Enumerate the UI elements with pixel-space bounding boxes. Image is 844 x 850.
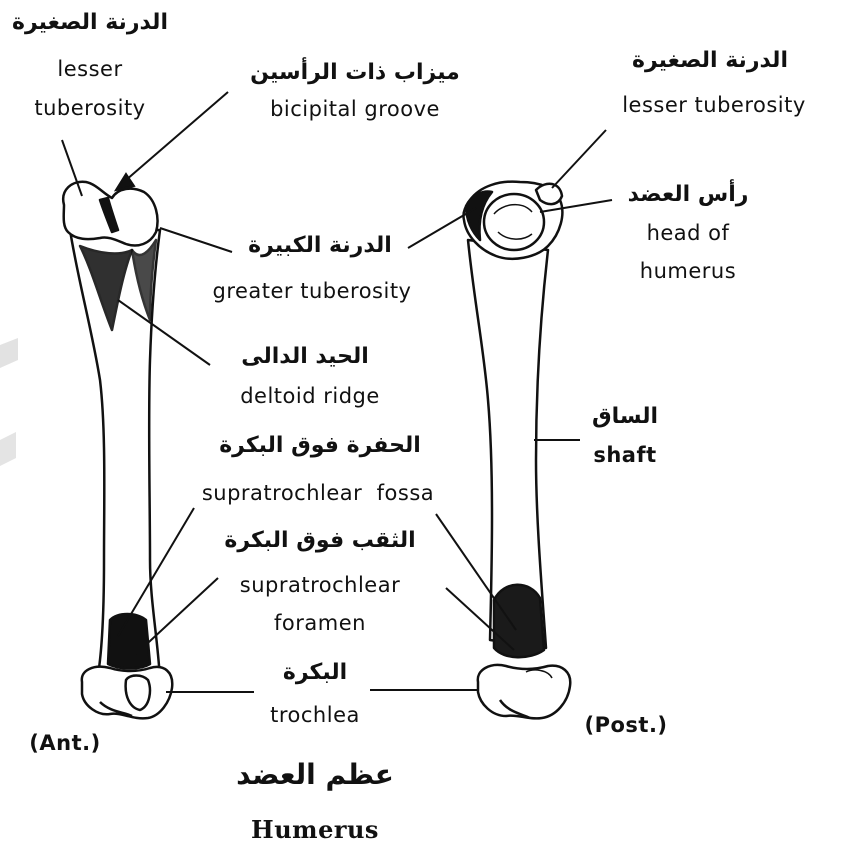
background-smudge (0, 432, 16, 466)
lesser-tuberosity-left-ar: الدرنة الصغيرة (10, 10, 170, 36)
supratrochlear-fossa-en: supratrochlear fossa (158, 480, 478, 506)
lesser-tuberosity-left-en-2: tuberosity (10, 95, 170, 121)
posterior-label: (Post.) (566, 712, 686, 738)
supratrochlear-foramen-en-1: supratrochlear (210, 572, 430, 598)
title-ar: عظم العضد (220, 758, 410, 792)
background-smudge (0, 338, 18, 368)
head-of-humerus-en-1: head of (618, 220, 758, 246)
lesser-tuberosity-right-en: lesser tuberosity (590, 92, 838, 118)
lesser-tuberosity-right-ar: الدرنة الصغيرة (590, 48, 830, 74)
supratrochlear-foramen-ar: الثقب فوق البكرة (210, 528, 430, 554)
shaft-en: shaft (580, 442, 670, 468)
bicipital-groove-en: bicipital groove (230, 96, 480, 122)
deltoid-ridge-en: deltoid ridge (200, 383, 420, 409)
shaft-ar: الساق (580, 404, 670, 430)
greater-tuberosity-en: greater tuberosity (174, 278, 450, 304)
head-of-humerus-ar: رأس العضد (618, 182, 758, 208)
head-of-humerus-en-2: humerus (618, 258, 758, 284)
title-en: Humerus (210, 815, 420, 845)
greater-tuberosity-ar: الدرنة الكبيرة (210, 233, 430, 259)
anterior-label: (Ant.) (10, 730, 120, 756)
supratrochlear-foramen-en-2: foramen (210, 610, 430, 636)
anterior-humerus (63, 182, 172, 719)
trochlea-ar: البكرة (250, 660, 380, 686)
posterior-humerus (463, 182, 570, 719)
supratrochlear-fossa-ar: الحفرة فوق البكرة (200, 433, 440, 459)
deltoid-ridge-ar: الحيد الدالى (210, 344, 400, 370)
bicipital-groove-ar: ميزاب ذات الرأسين (230, 60, 480, 86)
lesser-tuberosity-left-en-1: lesser (10, 56, 170, 82)
trochlea-en: trochlea (240, 702, 390, 728)
